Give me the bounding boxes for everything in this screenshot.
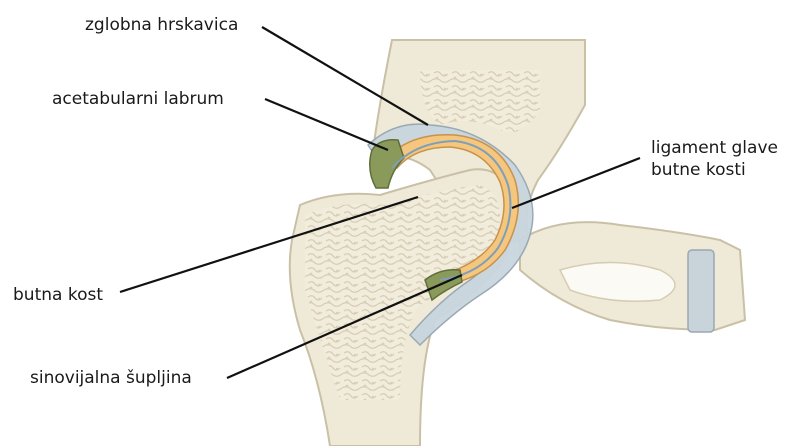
label-articular-cartilage: zglobna hrskavica: [85, 15, 238, 35]
label-ligament-line2: butne kosti: [651, 160, 746, 180]
label-femur: butna kost: [13, 285, 103, 305]
leader-acetabular-labrum: [265, 99, 388, 150]
label-synovial-cavity: sinovijalna šupljina: [30, 368, 192, 388]
ligament-band: [688, 250, 714, 332]
label-ligament-line1: ligament glave: [651, 138, 778, 158]
label-acetabular-labrum: acetabularni labrum: [52, 89, 224, 109]
acetabular-labrum: [370, 140, 404, 188]
